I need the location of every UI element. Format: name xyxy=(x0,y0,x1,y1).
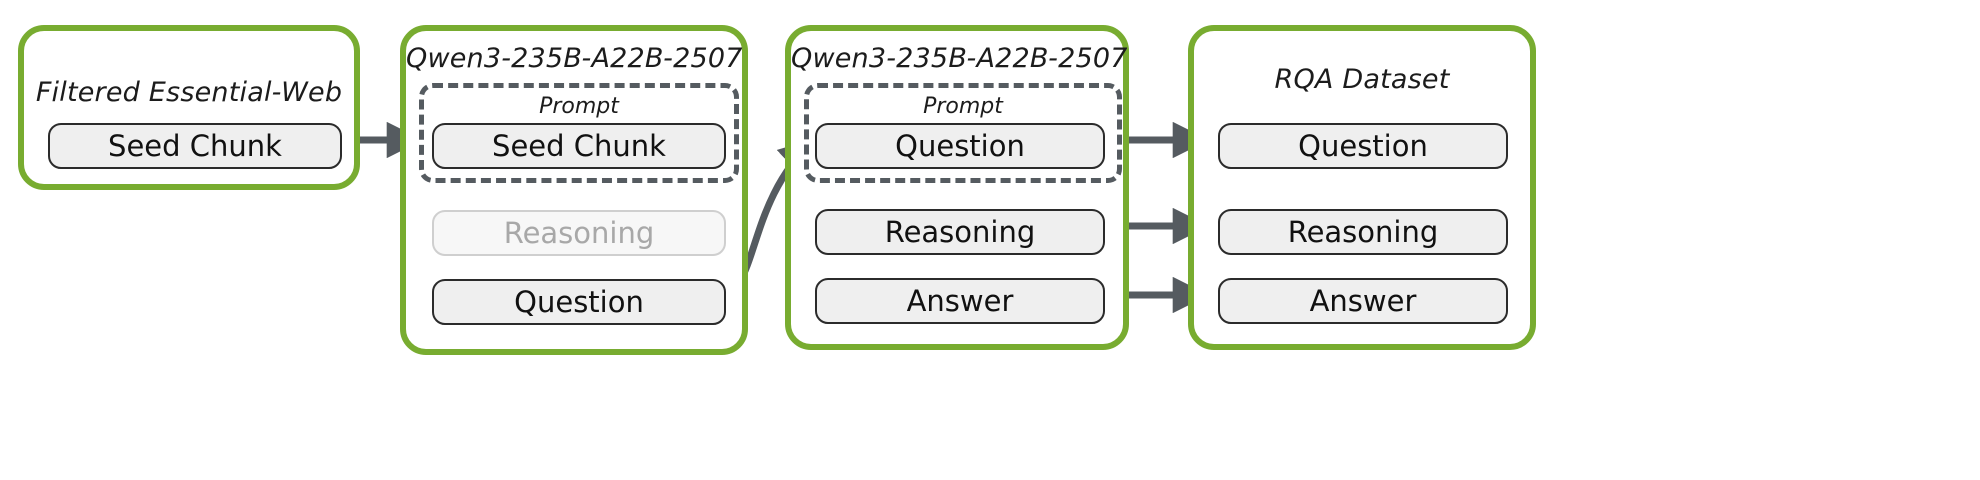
group-qwen-stage-2: Qwen3-235B-A22B-2507 Prompt Question Rea… xyxy=(785,25,1129,350)
node-stage2-reasoning[interactable]: Reasoning xyxy=(815,209,1105,255)
node-prompt-seed-chunk[interactable]: Seed Chunk xyxy=(432,123,726,169)
group-qwen-stage-1: Qwen3-235B-A22B-2507 Prompt Seed Chunk R… xyxy=(400,25,748,355)
group-filtered-essential-web: Filtered Essential-Web Seed Chunk xyxy=(18,25,360,190)
group-title-qwen-stage-1: Qwen3-235B-A22B-2507 xyxy=(406,43,743,74)
group-title-qwen-stage-2: Qwen3-235B-A22B-2507 xyxy=(791,43,1128,74)
node-stage1-question[interactable]: Question xyxy=(432,279,726,325)
group-title-rqa-dataset: RQA Dataset xyxy=(1274,64,1450,95)
prompt-group-stage-2: Prompt xyxy=(804,83,1122,183)
prompt-label-stage-2: Prompt xyxy=(923,94,1003,119)
node-out-answer[interactable]: Answer xyxy=(1218,278,1508,324)
node-stage1-reasoning[interactable]: Reasoning xyxy=(432,210,726,256)
node-prompt-question[interactable]: Question xyxy=(815,123,1105,169)
node-seed-chunk-source[interactable]: Seed Chunk xyxy=(48,123,342,169)
group-rqa-dataset: RQA Dataset Question Reasoning Answer xyxy=(1188,25,1536,350)
prompt-label-stage-1: Prompt xyxy=(539,94,619,119)
node-out-question[interactable]: Question xyxy=(1218,123,1508,169)
group-title-filtered-essential-web: Filtered Essential-Web xyxy=(35,77,343,108)
node-out-reasoning[interactable]: Reasoning xyxy=(1218,209,1508,255)
node-stage2-answer[interactable]: Answer xyxy=(815,278,1105,324)
prompt-group-stage-1: Prompt xyxy=(419,83,739,183)
